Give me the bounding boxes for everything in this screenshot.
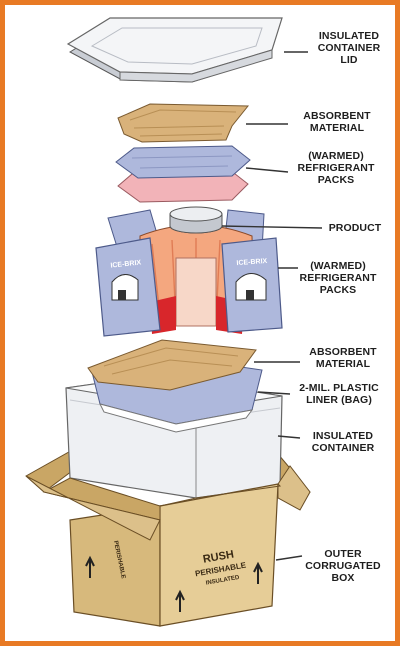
label-absorbent-material-bottom: ABSORBENT MATERIAL	[294, 346, 392, 370]
label-warmed-refrigerant-packs-mid: (WARMED) REFRIGERANT PACKS	[290, 260, 386, 296]
absorbent-top-illustration	[118, 104, 248, 142]
label-insulated-container-lid: INSULATED CONTAINER LID	[306, 30, 392, 66]
label-warmed-refrigerant-packs-top: (WARMED) REFRIGERANT PACKS	[288, 150, 384, 186]
label-product: PRODUCT	[320, 222, 390, 234]
label-absorbent-material-top: ABSORBENT MATERIAL	[288, 110, 386, 134]
lid-illustration	[68, 18, 282, 82]
label-plastic-liner: 2-MIL. PLASTIC LINER (BAG)	[286, 382, 392, 406]
refrigerant-packs-top-illustration	[116, 146, 250, 202]
label-outer-corrugated-box: OUTER CORRUGATED BOX	[298, 548, 388, 584]
label-insulated-container: INSULATED CONTAINER	[294, 430, 392, 454]
